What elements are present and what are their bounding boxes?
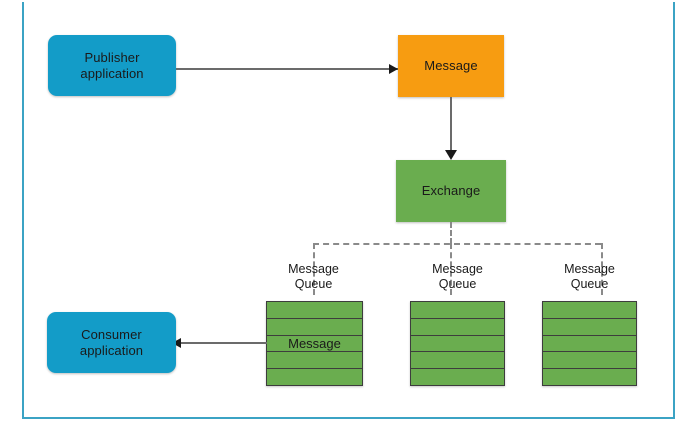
publisher-to-message-connector (176, 68, 398, 70)
publisher-to-message-arrowhead (389, 64, 398, 74)
queue-2-cell-2[interactable] (411, 318, 504, 336)
dashed-branch-queue-3 (601, 243, 603, 295)
message-queue-3[interactable] (542, 301, 637, 386)
message-node-label: Message (424, 58, 478, 73)
message-queue-1[interactable]: Message (266, 301, 363, 386)
exchange-node[interactable]: Exchange (396, 160, 506, 222)
queue-3-cell-5[interactable] (543, 369, 636, 385)
exchange-node-label: Exchange (421, 183, 481, 198)
queue-1-label-line2: Queue (294, 277, 333, 291)
queue-1-cell-1[interactable] (267, 302, 362, 319)
queue-2-cell-1[interactable] (411, 302, 504, 319)
frame-right-rule (673, 2, 675, 419)
publisher-application-label: Publisher application (80, 50, 143, 82)
exchange-dashed-stem (450, 222, 452, 244)
consumer-application-label: Consumer application (80, 327, 143, 359)
queue-1-label: Message Queue (265, 262, 362, 292)
queue-3-label-line2: Queue (570, 277, 609, 291)
dashed-branch-queue-1 (313, 243, 315, 295)
queue-1-label-line1: Message (288, 262, 339, 276)
message-to-exchange-connector (450, 97, 452, 155)
consumer-label-line1: Consumer (81, 326, 142, 342)
queue-1-cell-3[interactable]: Message (267, 335, 362, 353)
queue-2-cell-5[interactable] (411, 369, 504, 385)
frame-left-rule (22, 2, 24, 419)
publisher-label-line1: Publisher (84, 49, 140, 65)
queue-3-cell-1[interactable] (543, 302, 636, 319)
publisher-application-node[interactable]: Publisher application (48, 35, 176, 96)
message-node[interactable]: Message (398, 35, 504, 97)
message-queue-2[interactable] (410, 301, 505, 386)
dashed-branch-queue-2 (450, 243, 452, 295)
queue-1-cell-5[interactable] (267, 369, 362, 385)
frame-bottom-rule (22, 417, 675, 419)
queue-2-label: Message Queue (409, 262, 506, 292)
queue-2-label-line1: Message (432, 262, 483, 276)
queue-3-cell-2[interactable] (543, 318, 636, 336)
queue-1-cell-4[interactable] (267, 352, 362, 370)
queue-to-consumer-arrowhead (172, 338, 181, 348)
message-to-exchange-arrowhead (445, 150, 457, 160)
queue-2-label-line2: Queue (438, 277, 477, 291)
queue-2-cell-4[interactable] (411, 352, 504, 370)
queue-to-consumer-connector (178, 342, 267, 344)
publisher-label-line2: application (80, 65, 144, 81)
queue-3-label: Message Queue (541, 262, 638, 292)
queue-3-label-line1: Message (564, 262, 615, 276)
exchange-dashed-bus (313, 243, 601, 245)
consumer-application-node[interactable]: Consumer application (47, 312, 176, 373)
queue-2-cell-3[interactable] (411, 335, 504, 353)
queue-1-cell-2[interactable] (267, 318, 362, 336)
queue-3-cell-3[interactable] (543, 335, 636, 353)
consumer-label-line2: application (79, 342, 144, 358)
queue-3-cell-4[interactable] (543, 352, 636, 370)
